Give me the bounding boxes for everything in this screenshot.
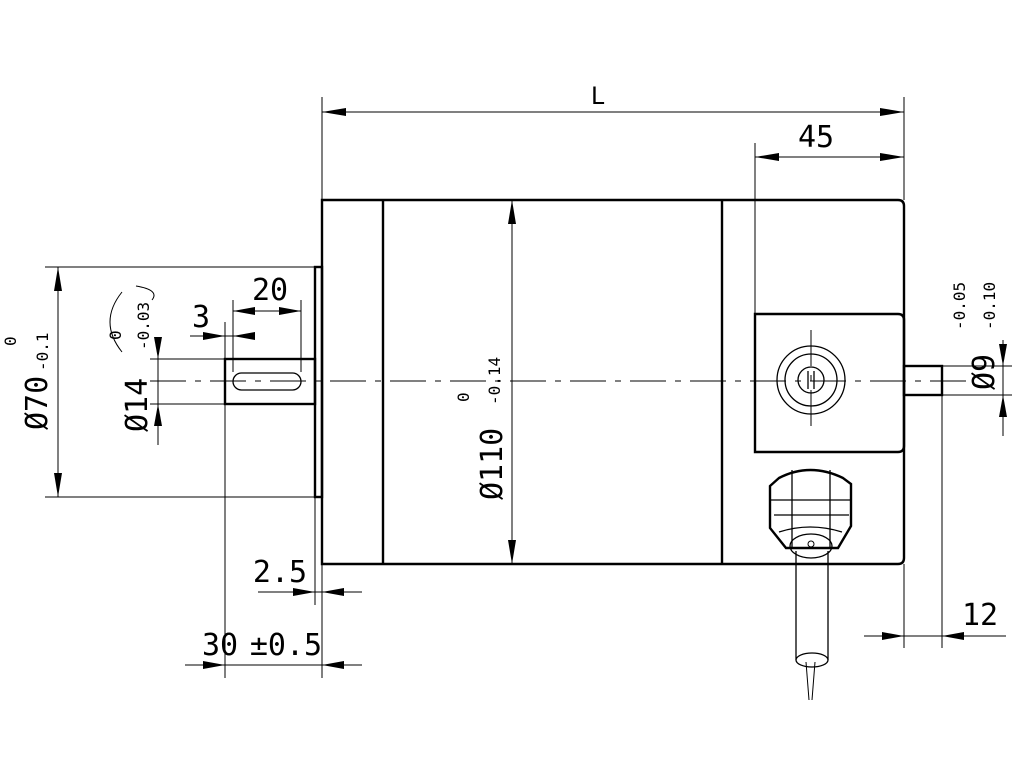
dimension-key-offset: 3	[190, 300, 255, 358]
dimension-label-pilot-diameter: Ø70	[20, 376, 55, 430]
dimension-label-body-diameter: Ø110	[475, 428, 510, 500]
dimension-shaft-length: 20	[232, 273, 302, 372]
pilot-tolerance-lower: -0.1	[33, 332, 52, 371]
dimension-rear-section: 45	[754, 120, 904, 314]
tolerance-bracket-right	[135, 285, 155, 301]
dimension-rear-shaft-diameter: Ø9 -0.05 -0.10	[942, 282, 1012, 436]
shaft-tolerance-lower: -0.03	[134, 302, 153, 350]
dimension-label-3: 3	[192, 300, 210, 335]
dimension-label-2.5: 2.5	[253, 555, 307, 590]
dimension-label-45: 45	[798, 120, 834, 155]
dimension-label-12: 12	[962, 598, 998, 633]
dimension-rear-shaft-length: 12	[864, 395, 1006, 648]
encoder-box	[753, 312, 906, 454]
dimension-label-L: L	[591, 82, 605, 110]
cable-gland	[768, 468, 853, 559]
dimension-shaft-diameter: Ø14 0 -0.03	[106, 285, 225, 445]
dimension-label-30-tolerance: ±0.5	[250, 628, 322, 663]
tolerance-bracket-left	[109, 291, 123, 353]
dimension-flange-thickness: 2.5	[253, 497, 362, 678]
dimension-overall-length: L	[321, 82, 905, 200]
dimension-label-rear-shaft-diameter: Ø9	[967, 354, 1002, 390]
dimension-label-30: 30	[202, 628, 238, 663]
dimension-body-diameter: Ø110 0 -0.14	[454, 200, 516, 564]
motor-body	[320, 198, 906, 566]
rear-shaft-tolerance-lower: -0.10	[980, 282, 999, 330]
dimension-label-shaft-diameter: Ø14	[120, 378, 155, 432]
dimension-front-extension: 30 ±0.5	[185, 404, 362, 678]
dimension-label-20: 20	[252, 273, 288, 308]
body-tolerance-lower: -0.14	[485, 357, 504, 405]
shaft-tolerance-upper: 0	[106, 330, 125, 340]
cable	[795, 551, 829, 701]
pilot-tolerance-upper: 0	[1, 336, 20, 346]
rear-shaft-tolerance-upper: -0.05	[950, 282, 969, 330]
dimension-pilot-diameter: Ø70 0 -0.1	[1, 266, 315, 498]
body-tolerance-upper: 0	[454, 392, 473, 402]
